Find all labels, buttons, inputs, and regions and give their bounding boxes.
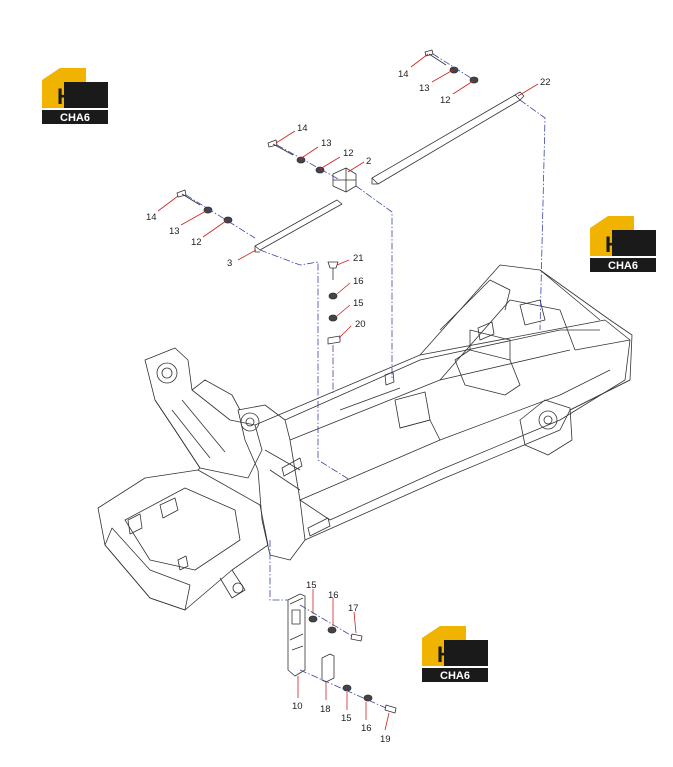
- callout-16: 16: [328, 590, 339, 601]
- callout-2: 2: [366, 156, 371, 167]
- watermark-logo: H3 CHA6: [418, 620, 490, 684]
- bracket-2: [332, 167, 357, 193]
- watermark-logo: H3 CHA6: [38, 62, 110, 126]
- assembly-lines: [185, 53, 546, 709]
- callout-16: 16: [361, 723, 372, 734]
- callout-21: 21: [353, 253, 364, 264]
- logo-name-text: CHA6: [608, 260, 638, 272]
- callout-18: 18: [320, 704, 331, 715]
- lower-plate-18: [321, 653, 335, 683]
- watermark-logo: H3 CHA6: [586, 210, 658, 274]
- logo-mark-text: H3: [605, 232, 633, 257]
- callout-13: 13: [419, 83, 430, 94]
- callout-22: 22: [540, 77, 551, 88]
- callout-16: 16: [353, 276, 364, 287]
- callout-12: 12: [343, 148, 354, 159]
- fastener-stack-lower: [308, 615, 397, 714]
- callout-14: 14: [398, 69, 409, 80]
- callout-3: 3: [227, 258, 232, 269]
- fastener-stack-left: [176, 189, 233, 224]
- callout-12: 12: [191, 237, 202, 248]
- callout-19: 19: [380, 734, 391, 745]
- logo-mark-text: H3: [57, 84, 85, 109]
- lower-bracket-10: [287, 593, 306, 677]
- callout-14: 14: [297, 123, 308, 134]
- callout-15: 15: [306, 580, 317, 591]
- callout-13: 13: [321, 138, 332, 149]
- callout-10: 10: [292, 701, 303, 712]
- callout-14: 14: [146, 212, 157, 223]
- rail-bar-3: [254, 199, 343, 253]
- fastener-stack-middle: [267, 139, 325, 174]
- callout-15: 15: [341, 713, 352, 724]
- fastener-stack-top: [424, 49, 479, 84]
- logo-mark-text: H3: [437, 642, 465, 667]
- logo-name-text: CHA6: [440, 670, 470, 682]
- callout-15: 15: [353, 298, 364, 309]
- callout-13: 13: [169, 226, 180, 237]
- callout-12: 12: [440, 95, 451, 106]
- callout-20: 20: [355, 319, 366, 330]
- callout-labels: 14 13 12 22 14 13 12 2 14 13 12 3 21 16 …: [146, 69, 551, 745]
- logo-name-text: CHA6: [60, 112, 90, 124]
- chassis-frame: [97, 264, 633, 611]
- callout-17: 17: [348, 603, 359, 614]
- leader-lines: [157, 53, 539, 731]
- fastener-stack-vertical: [327, 261, 341, 345]
